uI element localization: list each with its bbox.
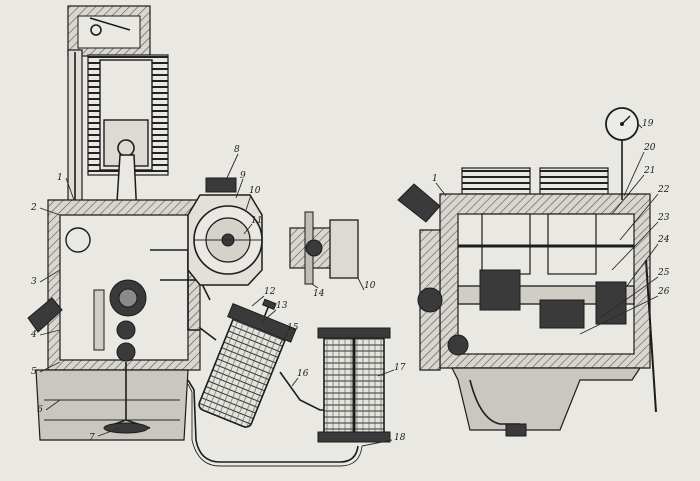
callout-8: 8 [234, 145, 240, 155]
callout-3: 3 [31, 277, 37, 287]
callout-12: 12 [264, 287, 276, 297]
callout-11: 11 [251, 216, 262, 226]
callout-10-detail: 10 [364, 281, 376, 291]
coarse-oil-filter [198, 298, 297, 428]
camshaft [65, 227, 91, 253]
callout-21: 21 [643, 166, 655, 176]
callout-24: 24 [657, 235, 670, 245]
callout-7: 7 [89, 433, 95, 443]
drive-coupling-detail [289, 211, 359, 285]
oil-sump-longitudinal [451, 367, 642, 431]
callout-22: 22 [657, 185, 670, 195]
callout-4: 4 [30, 330, 37, 340]
left-engine-section [27, 5, 211, 441]
oil-sump [35, 369, 189, 441]
callout-10: 10 [249, 186, 261, 196]
callout-1-right: 1 [432, 174, 438, 184]
callout-5: 5 [31, 367, 37, 377]
callout-1: 1 [57, 173, 63, 183]
oil-pump-gear-bottom [116, 342, 136, 362]
callout-26: 26 [657, 287, 670, 297]
callout-23: 23 [657, 213, 670, 223]
callout-2: 2 [30, 203, 37, 213]
callout-19: 19 [642, 119, 654, 129]
callout-18: 18 [394, 433, 406, 443]
right-engine-section [397, 107, 657, 437]
callout-labels: 1 2 3 4 5 6 7 8 9 10 11 12 13 14 15 16 1… [30, 119, 670, 443]
callout-16: 16 [297, 369, 309, 379]
callout-17: 17 [394, 363, 406, 373]
centrifuge-assembly [187, 177, 263, 286]
oil-lines [187, 327, 363, 467]
callout-6: 6 [37, 405, 43, 415]
leader-lines [39, 123, 659, 447]
callout-9: 9 [240, 171, 246, 181]
callout-13: 13 [276, 301, 288, 311]
oil-pump-gear-top [116, 320, 136, 340]
fine-oil-filter [317, 327, 391, 443]
callout-14: 14 [313, 289, 325, 299]
dipstick [645, 259, 657, 413]
callout-15: 15 [287, 323, 299, 333]
callout-20: 20 [643, 143, 656, 153]
oil-filler-neck [27, 297, 63, 333]
callout-25: 25 [657, 268, 670, 278]
oil-filler-cap [397, 183, 441, 223]
